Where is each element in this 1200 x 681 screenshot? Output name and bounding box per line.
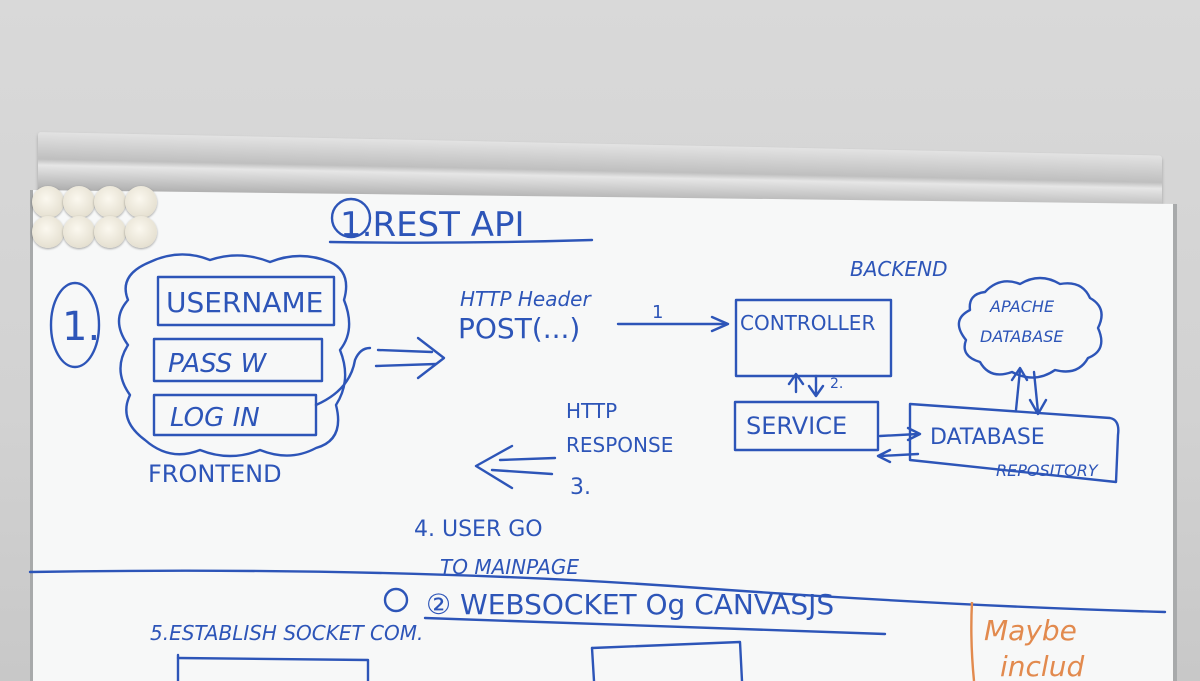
controller-label: CONTROLLER bbox=[740, 311, 875, 335]
http-response-line2: RESPONSE bbox=[566, 433, 673, 457]
magnet bbox=[94, 186, 126, 218]
arrow-step-label: 1 bbox=[652, 302, 663, 323]
magnet bbox=[94, 216, 126, 248]
database-cloud-label: DATABASE bbox=[980, 327, 1064, 346]
magnet bbox=[63, 186, 95, 218]
login-button-label: LOG IN bbox=[170, 403, 260, 433]
backend-label: BACKEND bbox=[850, 257, 947, 281]
section-1-title: 1.REST API bbox=[340, 205, 525, 245]
service-step-label: 2. bbox=[830, 376, 843, 392]
magnet bbox=[125, 186, 157, 218]
maybe-note-line2: includ bbox=[1000, 650, 1084, 681]
password-field-label: PASS W bbox=[168, 349, 268, 379]
magnet bbox=[32, 186, 64, 218]
repository-line2-label: REPOSITORY bbox=[996, 461, 1099, 480]
apache-label: APACHE bbox=[989, 297, 1055, 316]
magnet bbox=[125, 216, 157, 248]
post-request-label: POST(...) bbox=[458, 312, 580, 345]
repository-line1-label: DATABASE bbox=[930, 425, 1045, 450]
magnet bbox=[32, 216, 64, 248]
user-go-line1: 4. USER GO bbox=[414, 517, 543, 542]
response-step-label: 3. bbox=[570, 475, 591, 500]
user-go-line2: TO MAINPAGE bbox=[440, 555, 579, 579]
http-header-label: HTTP Header bbox=[460, 287, 592, 311]
maybe-note-line1: Maybe bbox=[984, 614, 1077, 647]
frontend-label: FRONTEND bbox=[148, 460, 282, 488]
magnet bbox=[63, 216, 95, 248]
establish-socket-label: 5.ESTABLISH SOCKET COM. bbox=[150, 621, 423, 645]
section-2-title: ② WEBSOCKET Og CANVASJS bbox=[426, 588, 834, 621]
service-label: SERVICE bbox=[746, 412, 847, 440]
http-response-line1: HTTP bbox=[566, 399, 617, 423]
step-number-1: 1. bbox=[62, 304, 100, 350]
username-field-label: USERNAME bbox=[166, 286, 323, 319]
